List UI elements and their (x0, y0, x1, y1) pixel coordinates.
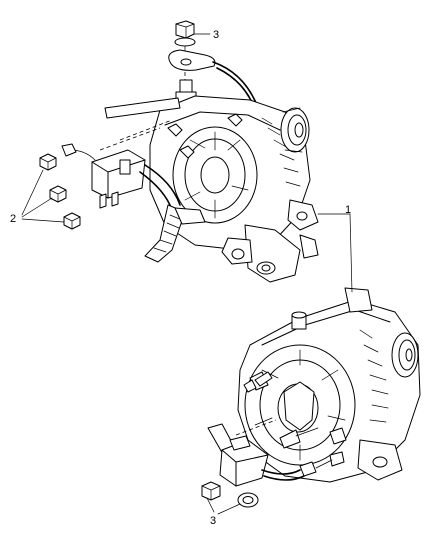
top-nut (174, 20, 196, 47)
nuts-group-2 (39, 153, 81, 230)
callout-label-1: 1 (345, 204, 351, 216)
callout-leaders (21, 33, 353, 515)
upper-alternator-assembly (39, 20, 319, 283)
alternator-body-lower (237, 287, 421, 483)
callout-label-3-bottom: 3 (210, 515, 216, 527)
nuts-group-3-bottom (201, 481, 259, 508)
alternator-body-upper (149, 95, 319, 283)
callout-label-2: 2 (10, 213, 16, 225)
corrugated-loom (144, 204, 206, 263)
lower-alternator-assembly (201, 287, 421, 508)
wiring-connector (61, 119, 181, 211)
lower-harness (207, 419, 345, 487)
harness-rod (104, 97, 181, 119)
terminal-stud (175, 79, 197, 119)
callout-label-3-top: 3 (213, 29, 219, 41)
